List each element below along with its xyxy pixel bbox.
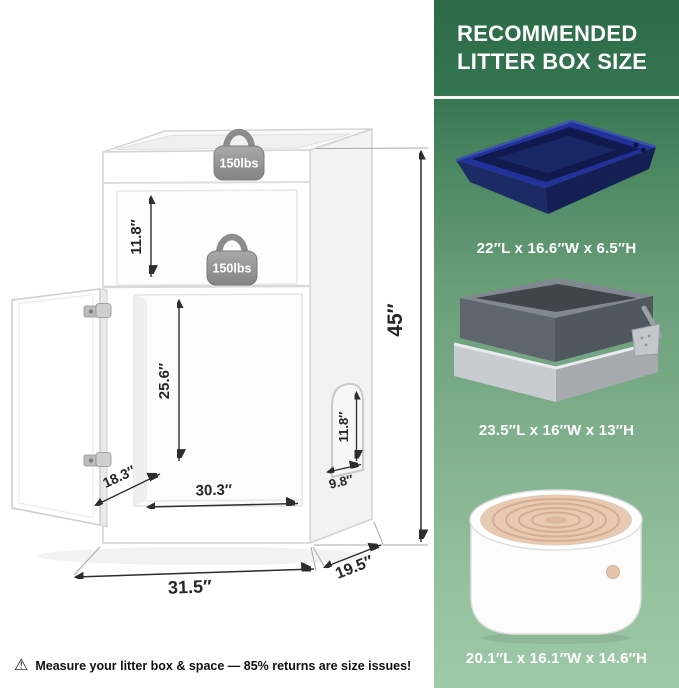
recommended-size-panel: RECOMMENDED LITTER BOX SIZE 22″L x 16.6″… bbox=[434, 0, 679, 688]
side-button bbox=[606, 565, 620, 579]
weight-body bbox=[213, 145, 265, 181]
warning-icon: ⚠ bbox=[14, 657, 29, 674]
floor-shadow bbox=[37, 547, 373, 565]
product-caption-stainless-pan: 23.5″L x 16″W x 13″H bbox=[478, 422, 635, 439]
stainless-litter-pan-image bbox=[453, 278, 663, 402]
dim-line bbox=[325, 545, 382, 567]
extension-line bbox=[315, 147, 429, 149]
pan-right-wall bbox=[545, 147, 656, 214]
door-hinge-top bbox=[83, 303, 112, 318]
weight-capacity-label: 150lbs bbox=[220, 157, 259, 171]
door-edge bbox=[99, 288, 108, 528]
enclosure-right-wall bbox=[555, 296, 653, 362]
cabinet-diagram: 150lbs 150lbs 11.8″ 25.6″ 45″ 18.3″ bbox=[11, 128, 440, 598]
dim-cat-door-width: 9.8″ bbox=[327, 465, 362, 492]
box-shadow bbox=[482, 632, 630, 644]
weight-handle bbox=[222, 128, 256, 154]
top-entry-box bbox=[469, 489, 643, 644]
pan-hole-1 bbox=[633, 142, 639, 148]
top-entry-litter-box-image bbox=[469, 489, 643, 644]
weight-handle bbox=[215, 233, 249, 259]
cabinet-door-open bbox=[11, 288, 112, 528]
main-compartment-left-wall bbox=[134, 295, 147, 506]
scoop-hole bbox=[644, 343, 648, 347]
panel-title-line1: RECOMMENDED bbox=[457, 21, 638, 46]
product-caption-open-pan: 22″L x 16.6″W x 6.5″H bbox=[476, 240, 637, 257]
pan-left-wall bbox=[456, 160, 548, 214]
lid-groove-3 bbox=[518, 507, 594, 533]
box-body bbox=[470, 519, 642, 635]
weight-body bbox=[206, 250, 258, 286]
lid-groove-1 bbox=[492, 498, 620, 542]
main-compartment-floor-edge bbox=[146, 499, 303, 502]
dim-overall-height: 45″ bbox=[314, 147, 429, 546]
lid-groove-2 bbox=[505, 502, 607, 538]
dim-overall-width: 31.5″ bbox=[73, 546, 317, 598]
dim-main-compartment-height: 25.6″ bbox=[156, 301, 179, 461]
dim-line bbox=[96, 474, 161, 505]
shelf-edge-middle bbox=[103, 284, 310, 289]
stainless-set bbox=[453, 278, 663, 402]
title-divider bbox=[434, 96, 679, 99]
dim-label: 45″ bbox=[384, 303, 407, 336]
extension-line bbox=[312, 546, 325, 567]
product-caption-top-entry: 20.1″L x 16.1″W x 14.6″H bbox=[465, 650, 648, 667]
lid-center bbox=[545, 516, 567, 524]
hinge-pin bbox=[88, 458, 94, 463]
dim-cat-door-height: 11.8″ bbox=[336, 393, 357, 461]
dim-line bbox=[148, 504, 299, 508]
hinge-pin bbox=[88, 309, 94, 314]
extension-line bbox=[373, 521, 384, 545]
navy-pan bbox=[455, 119, 657, 214]
weight-capacity-icon-top: 150lbs bbox=[213, 128, 265, 181]
scoop-hole bbox=[647, 334, 651, 338]
steel-pan-left bbox=[454, 344, 556, 402]
dim-label: 31.5″ bbox=[168, 576, 213, 598]
dim-interior-width: 30.3″ bbox=[148, 482, 299, 508]
pan-floor bbox=[496, 136, 616, 173]
dim-label: 25.6″ bbox=[156, 363, 173, 399]
panel-title-line2: LITTER BOX SIZE bbox=[457, 49, 648, 74]
enclosure-cavity bbox=[475, 284, 637, 312]
hinge-arm bbox=[95, 452, 112, 467]
litter-scoop bbox=[631, 305, 663, 357]
dim-label: 11.8″ bbox=[336, 412, 351, 443]
dim-label: 9.8″ bbox=[327, 472, 354, 492]
steel-pan-right bbox=[556, 342, 658, 402]
pan-hole-2 bbox=[640, 147, 646, 153]
dim-upper-compartment-height: 11.8″ bbox=[128, 197, 151, 277]
shelf-edge-upper bbox=[103, 181, 310, 184]
dim-label: 30.3″ bbox=[195, 482, 232, 500]
footnote: ⚠ Measure your litter box & space — 85% … bbox=[14, 658, 430, 674]
weight-capacity-icon-middle: 150lbs bbox=[206, 233, 258, 286]
scoop-head bbox=[631, 323, 661, 357]
dim-line bbox=[76, 569, 315, 577]
door-hinge-bottom bbox=[83, 452, 112, 467]
pan-rim-highlight bbox=[455, 119, 657, 162]
weight-capacity-label: 150lbs bbox=[213, 262, 252, 276]
lid-groove-4 bbox=[531, 511, 581, 529]
dim-line bbox=[328, 465, 362, 473]
hinge-arm bbox=[95, 303, 112, 318]
footnote-text: Measure your litter box & space — 85% re… bbox=[35, 659, 412, 673]
panel-title: RECOMMENDED LITTER BOX SIZE bbox=[457, 20, 647, 76]
door-panel bbox=[11, 288, 101, 526]
extension-line bbox=[310, 546, 317, 572]
open-litter-pan-image bbox=[455, 119, 657, 214]
enclosure-left-wall bbox=[460, 298, 555, 362]
scoop-hole bbox=[640, 336, 644, 340]
door-inner-line bbox=[18, 293, 94, 519]
dim-label: 11.8″ bbox=[128, 219, 145, 255]
steel-pan-rim bbox=[453, 340, 659, 370]
